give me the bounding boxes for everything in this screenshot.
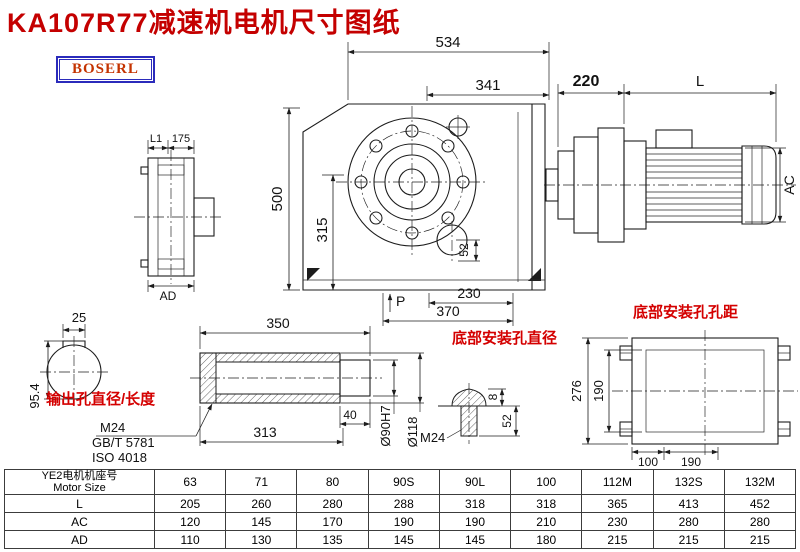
- size-col-header: 100: [510, 469, 583, 495]
- cell-L: 280: [296, 494, 369, 513]
- brand-logo-box: BOSERL: [56, 56, 155, 83]
- page-title: KA107R77减速机电机尺寸图纸: [7, 8, 401, 38]
- dim-100: 100: [638, 455, 658, 468]
- dim-350: 350: [266, 315, 290, 331]
- brand-logo-text: BOSERL: [59, 59, 152, 80]
- note-iso-standard: ISO 4018: [92, 450, 147, 465]
- base-plate-view: 底部安装孔孔距: [612, 303, 798, 456]
- gearbox-front-view: [302, 103, 546, 291]
- size-col-header: 90L: [438, 469, 512, 495]
- hollow-shaft-view: [190, 352, 382, 404]
- section-mark-right: [528, 268, 541, 281]
- dim-315: 315: [314, 217, 331, 242]
- cell-AC: 230: [581, 512, 654, 531]
- table-corner-cn: YE2电机机座号: [41, 470, 118, 482]
- motor-size-table: YE2电机机座号 Motor Size 63 71 80 90S 90L 100…: [4, 469, 797, 549]
- size-col-header: 63: [153, 469, 227, 495]
- dim-25: 25: [72, 310, 86, 325]
- cell-AC: 280: [723, 512, 797, 531]
- cell-AD: 145: [438, 530, 512, 549]
- dim-hub-d118: Ø118: [405, 417, 420, 448]
- table-header-row: YE2电机机座号 Motor Size 63 71 80 90S 90L 100…: [4, 469, 797, 495]
- label-bottom-hole-dia: 底部安装孔直径: [452, 329, 557, 347]
- dim-534: 534: [435, 34, 460, 51]
- size-col-header: 80: [296, 469, 369, 495]
- motor-dimensions: 220 L AC: [557, 73, 797, 223]
- cell-AC: 120: [153, 512, 227, 531]
- table-row-AD: AD 110 130 135 145 145 180 215 215 215: [4, 530, 797, 549]
- dim-500: 500: [269, 186, 286, 211]
- front-view-dimensions: 534 341 500 315 52 230 370 P: [269, 34, 550, 326]
- dim-313: 313: [253, 424, 277, 440]
- note-bolt-m24: M24: [420, 430, 445, 445]
- label-output-hole: 输出孔直径/长度: [46, 390, 156, 408]
- row-label-L: L: [4, 494, 155, 513]
- section-mark-left: [307, 268, 320, 281]
- dim-341: 341: [475, 77, 500, 94]
- dim-AD: AD: [160, 289, 177, 303]
- technical-drawing-canvas: 534 341 500 315 52 230 370 P 220 L AC: [27, 34, 798, 468]
- cell-AC: 145: [225, 512, 298, 531]
- cell-AC: 170: [296, 512, 369, 531]
- output-flange-view: [134, 150, 224, 284]
- plate-dimensions: 276 190 100 190: [569, 337, 719, 468]
- cell-L: 318: [510, 494, 583, 513]
- cell-L: 365: [581, 494, 654, 513]
- cell-AD: 110: [153, 530, 227, 549]
- cell-AC: 280: [652, 512, 725, 531]
- cell-AD: 135: [296, 530, 369, 549]
- dim-AC: AC: [781, 175, 797, 194]
- cell-L: 318: [438, 494, 512, 513]
- dim-bolt-8: 8: [486, 393, 500, 400]
- dim-220: 220: [573, 73, 600, 90]
- size-col-header: 112M: [581, 469, 654, 495]
- table-corner-cell: YE2电机机座号 Motor Size: [4, 469, 155, 495]
- cell-AC: 190: [438, 512, 512, 531]
- table-row-L: L 205 260 280 288 318 318 365 413 452: [4, 494, 797, 513]
- size-col-header: 132M: [723, 469, 797, 495]
- bore-section-dimensions: 25 95.4: [27, 310, 86, 409]
- dim-L1: L1: [150, 133, 162, 145]
- dim-52-main: 52: [457, 243, 471, 257]
- cell-L: 413: [652, 494, 725, 513]
- cell-AD: 180: [510, 530, 583, 549]
- flange-dimensions: L1 175 AD: [147, 133, 195, 303]
- table-corner-en: Motor Size: [53, 482, 106, 494]
- dim-190-horizontal: 190: [681, 455, 701, 468]
- dim-95-4: 95.4: [27, 383, 42, 408]
- size-col-header: 132S: [652, 469, 725, 495]
- cell-L: 260: [225, 494, 298, 513]
- note-thread-m24: M24: [100, 420, 125, 435]
- size-col-header: 71: [225, 469, 298, 495]
- cell-AD: 130: [225, 530, 298, 549]
- label-bottom-hole-pitch: 底部安装孔孔距: [633, 303, 738, 321]
- row-label-AD: AD: [4, 530, 155, 549]
- cell-L: 288: [367, 494, 440, 513]
- dim-175: 175: [172, 133, 190, 145]
- motor-side-view: [544, 127, 796, 243]
- cell-L: 205: [153, 494, 227, 513]
- dim-40: 40: [343, 408, 357, 422]
- cell-AD: 145: [367, 530, 440, 549]
- foundation-bolt-view: 底部安装孔直径 8 52 M24: [420, 329, 557, 445]
- table-row-AC: AC 120 145 170 190 190 210 230 280 280: [4, 512, 797, 531]
- dim-276: 276: [569, 380, 584, 402]
- label-p: P: [396, 293, 405, 309]
- dim-L: L: [696, 73, 704, 90]
- note-gb-standard: GB/T 5781: [92, 435, 155, 450]
- dim-bore-d90: Ø90H7: [378, 405, 393, 446]
- dim-230: 230: [457, 285, 481, 301]
- cell-AC: 190: [367, 512, 440, 531]
- dim-370: 370: [436, 303, 460, 319]
- shaft-dimensions: 350 40 313 M24 GB/T 5781 ISO 4018 输出孔直径/…: [46, 315, 424, 465]
- dim-bolt-52: 52: [500, 414, 514, 428]
- size-col-header: 90S: [367, 469, 440, 495]
- row-label-AC: AC: [4, 512, 155, 531]
- cell-AD: 215: [581, 530, 654, 549]
- cell-AD: 215: [723, 530, 797, 549]
- cell-AD: 215: [652, 530, 725, 549]
- dim-190-vertical: 190: [591, 380, 606, 402]
- cell-L: 452: [723, 494, 797, 513]
- cell-AC: 210: [510, 512, 583, 531]
